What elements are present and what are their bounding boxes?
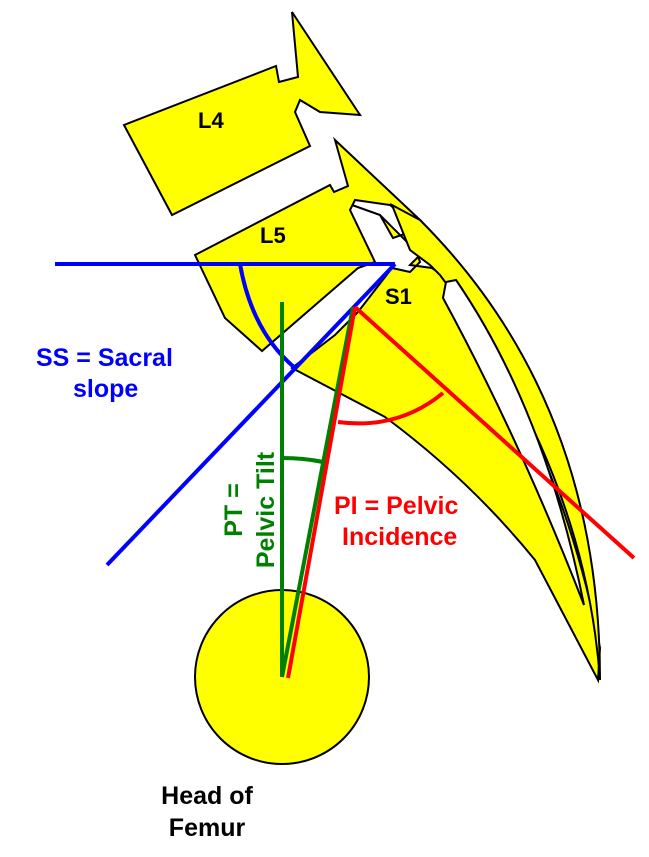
- l5-label: L5: [260, 223, 286, 248]
- pelvic-incidence-arc: [337, 391, 445, 426]
- sacrum-inner-slot: [441, 278, 585, 606]
- pelvic-incidence-femur-line: [286, 306, 357, 679]
- pelvic-tilt-label-line1: PT =: [220, 483, 248, 537]
- pelvic-incidence-label-line1: PI = Pelvic: [334, 492, 458, 520]
- pelvic-tilt-hip-line: [280, 306, 355, 678]
- femur-label-line1: Head of: [161, 782, 253, 810]
- l5-vertebra: [193, 136, 424, 353]
- femur-label-line2: Femur: [169, 814, 246, 842]
- l4-vertebra: [122, 11, 362, 217]
- pelvic-incidence-label-line2: Incidence: [342, 523, 457, 551]
- pelvic-tilt-arc: [281, 456, 324, 464]
- sacral-slope-label-line1: SS = Sacral: [36, 344, 173, 372]
- pelvic-tilt-label-line2: Pelvic Tilt: [252, 451, 280, 568]
- s1-label: S1: [385, 284, 412, 309]
- l4-label: L4: [198, 108, 224, 133]
- sacral-slope-arc: [238, 263, 297, 370]
- sacral-slope-label-line2: slope: [73, 375, 138, 403]
- pelvic-tilt-label: PT = Pelvic Tilt: [220, 451, 280, 568]
- pelvic-incidence-perpendicular-line: [353, 305, 636, 560]
- sacral-endplate-line: [105, 262, 397, 567]
